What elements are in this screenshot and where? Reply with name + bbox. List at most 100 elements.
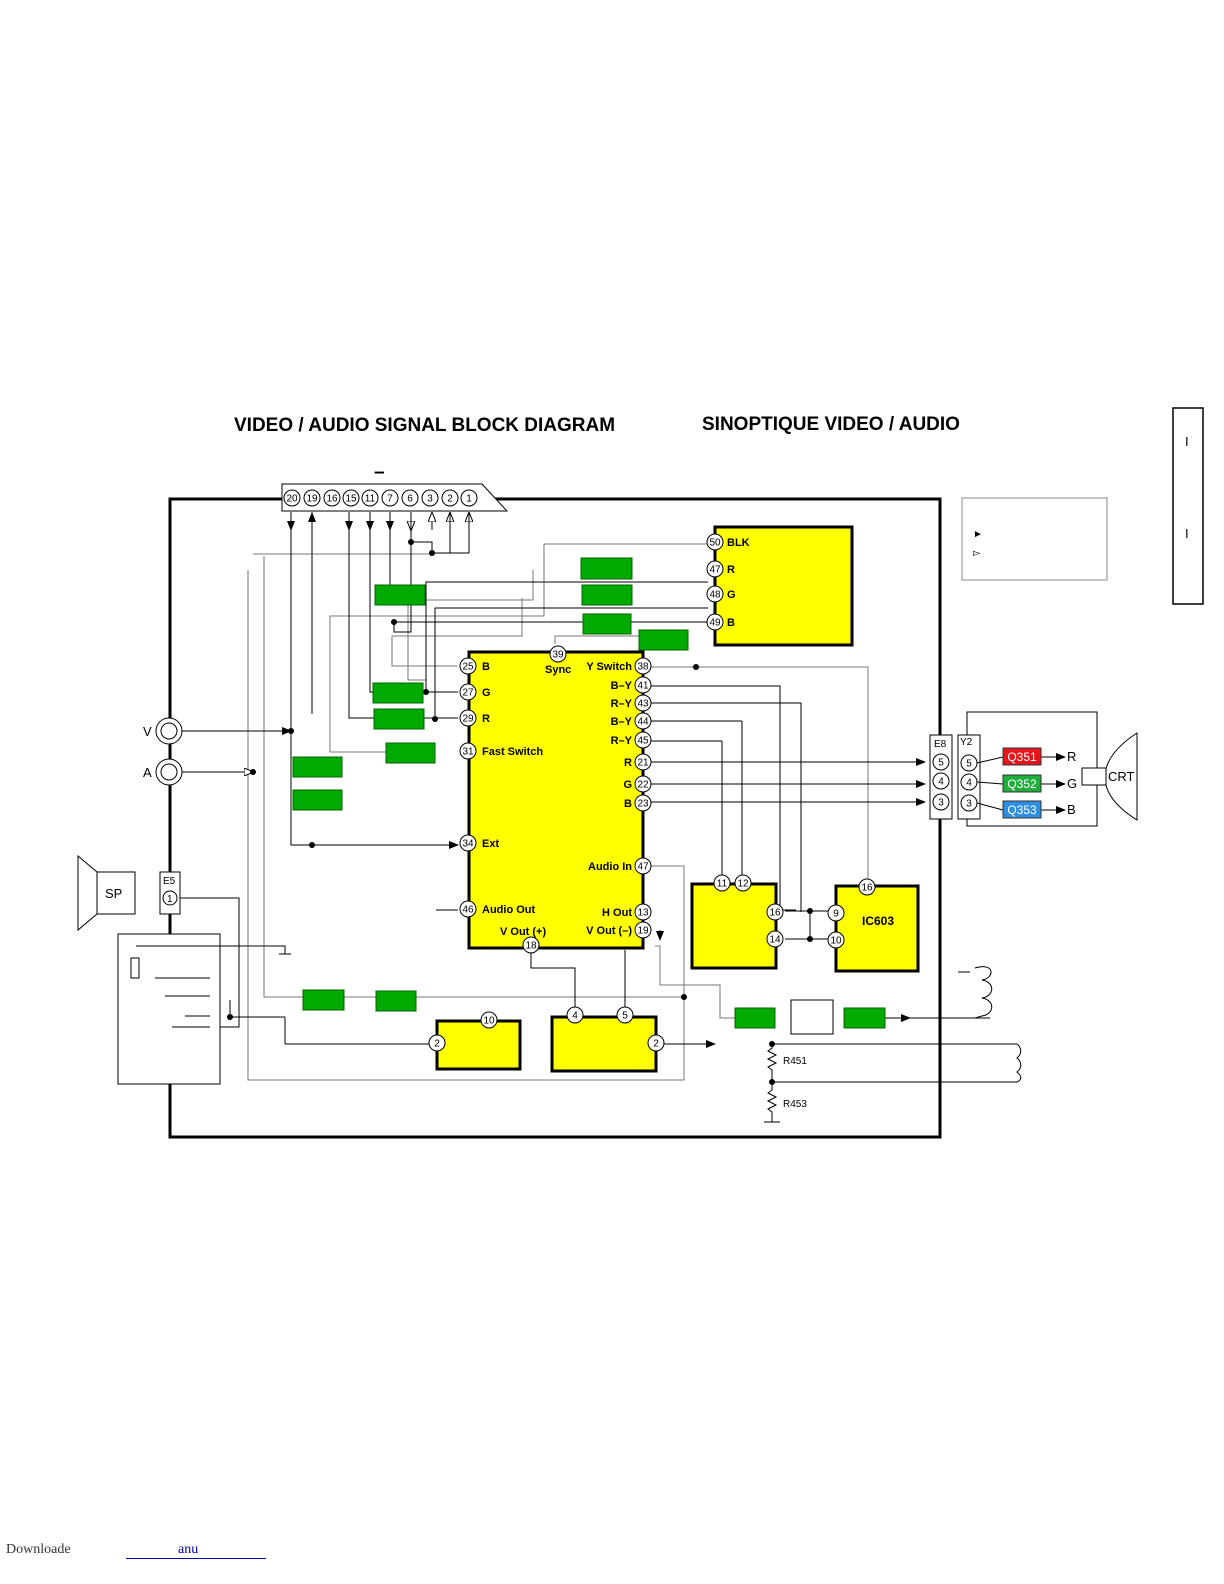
e8-pin: 4	[932, 772, 950, 790]
green-block	[580, 557, 633, 580]
green-block	[581, 584, 633, 606]
speaker: SP E5 1	[77, 854, 181, 932]
vert-out-pin-number: 5	[622, 1011, 628, 1022]
main-ic-pin-label: G	[482, 687, 491, 699]
crt-label: CRT	[1108, 769, 1135, 784]
main-ic-pin: 34	[459, 834, 477, 852]
audio-jack: A	[143, 758, 183, 786]
vert-out-pin: 5	[616, 1006, 634, 1024]
main-ic-pin-label: Fast Switch	[482, 746, 543, 758]
osd-ic-pin-number: 50	[709, 538, 721, 549]
audio-amp-ic: 10 2	[428, 1011, 522, 1071]
main-ic-pin: 39	[549, 645, 567, 663]
vert-out-pin: 2	[647, 1034, 665, 1052]
legend: ► ▻	[961, 497, 1108, 581]
scart-pin: 1	[460, 489, 478, 507]
green-block	[292, 789, 343, 811]
audio-amp-pin-number: 2	[434, 1039, 440, 1050]
ic603-label: IC603	[862, 914, 894, 928]
osd-ic-pin-label: BLK	[727, 537, 750, 549]
resistor-r451-label: R451	[783, 1056, 807, 1067]
scart-pin-number: 11	[365, 494, 376, 505]
delay-ic-pin: 14	[766, 930, 784, 948]
transistor-output-label: R	[1067, 749, 1076, 764]
osd-ic-pin-number: 49	[709, 618, 721, 629]
resistor-r453-label: R453	[783, 1099, 807, 1110]
transistor-q352: Q352 G	[1002, 774, 1077, 793]
ic603-pin: 10	[827, 931, 845, 949]
main-ic-pin-label: B–Y	[611, 716, 633, 728]
ic603-pin-number: 9	[833, 909, 839, 920]
ic603-pin: 16	[858, 878, 876, 896]
main-ic-pin-label: B	[482, 661, 490, 673]
ic603-pin-number: 10	[830, 936, 842, 947]
resistors: R451 R453	[279, 953, 807, 1123]
audio-amp-pin-number: 10	[483, 1016, 495, 1027]
main-ic-pin-label: V Out (–)	[586, 925, 632, 937]
main-ic-pin-number: 25	[462, 662, 474, 673]
e8-pin: 3	[932, 793, 950, 811]
vert-out-pin-number: 4	[572, 1011, 578, 1022]
main-ic-pin-number: 29	[462, 714, 474, 725]
speaker-pin: 1	[167, 894, 173, 905]
diagram-title-fr: SINOPTIQUE VIDEO / AUDIO	[702, 414, 960, 435]
main-ic-pin: 27	[459, 683, 477, 701]
footer-link[interactable]: anu	[178, 1542, 199, 1557]
legend-solid-arrow-icon: ►	[973, 529, 983, 540]
scart-pin-number: 6	[407, 494, 413, 505]
scart-pin-number: 3	[427, 494, 433, 505]
delay-ic-pin-number: 11	[717, 879, 728, 890]
osd-ic-pin-number: 47	[709, 565, 721, 576]
main-ic-pin-label: R–Y	[611, 698, 633, 710]
main-ic-pin-number: 18	[525, 941, 537, 952]
side-tab: I I	[1172, 407, 1204, 605]
green-block	[373, 708, 425, 730]
deflection-coils	[958, 966, 1022, 1083]
delay-ic: 11 12 16 14	[690, 874, 784, 970]
main-ic-pin-label: R	[624, 757, 632, 769]
main-ic-pin-label: R–Y	[611, 735, 633, 747]
main-ic-pin-number: 34	[462, 839, 474, 850]
ic603-pin-number: 16	[861, 883, 873, 894]
main-ic-pin: 29	[459, 709, 477, 727]
transistor-label: Q352	[1007, 777, 1037, 791]
transistor-output-label: G	[1067, 776, 1077, 791]
footer-link-wrap[interactable]: anu	[126, 1542, 266, 1559]
e8-label: E8	[934, 739, 947, 750]
y2-pin: 5	[960, 754, 978, 772]
osd-ic-pin: 47	[706, 560, 724, 578]
main-ic-pin: 38	[634, 657, 652, 675]
osd-ic-pin-label: R	[727, 564, 735, 576]
delay-ic-pin: 16	[766, 903, 784, 921]
white-block	[790, 999, 834, 1035]
delay-ic-pin-number: 12	[737, 879, 749, 890]
e8-pin: 5	[932, 753, 950, 771]
main-ic-pin: 44	[634, 712, 652, 730]
delay-ic-pin-number: 14	[769, 935, 781, 946]
main-ic-pin-number: 38	[637, 662, 649, 673]
main-ic-pin: 25	[459, 657, 477, 675]
main-ic-pin-number: 19	[637, 926, 649, 937]
main-ic-pin-number: 21	[637, 758, 649, 769]
green-block	[638, 629, 689, 651]
main-ic-pin-number: 39	[552, 650, 564, 661]
green-block	[734, 1007, 776, 1029]
green-block	[374, 584, 426, 606]
main-ic-pin-label: Sync	[545, 664, 571, 676]
legend-hollow-arrow-icon: ▻	[973, 548, 981, 559]
scart-pin-number: 15	[345, 494, 357, 505]
ic603: IC603 16 9 10	[827, 878, 920, 973]
scart-dash: –	[374, 462, 385, 483]
scart-pin: 2	[441, 489, 459, 507]
main-ic-pin-label: B	[624, 798, 632, 810]
main-ic-pin-label: H Out	[602, 907, 632, 919]
delay-ic-pin: 12	[734, 874, 752, 892]
video-jack: V	[143, 717, 183, 745]
y2-pin-number: 4	[966, 778, 972, 789]
main-ic-pin-number: 47	[637, 862, 649, 873]
main-ic-pin-label: Audio Out	[482, 904, 535, 916]
